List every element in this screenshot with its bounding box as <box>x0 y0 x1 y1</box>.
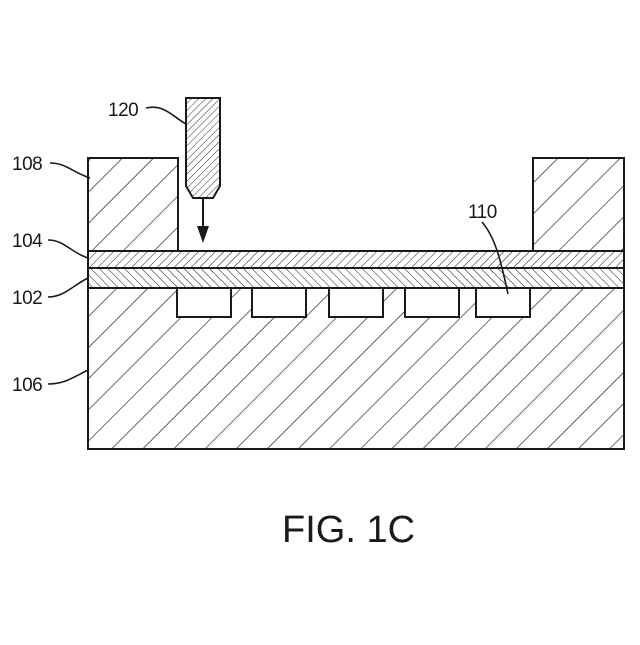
leader-102 <box>48 278 88 297</box>
cavity <box>329 288 383 317</box>
leader-106 <box>48 370 88 384</box>
label-102: 102 <box>12 288 42 309</box>
cavity <box>476 288 530 317</box>
cavity <box>177 288 231 317</box>
figure-caption: FIG. 1C <box>282 509 415 551</box>
tool-120 <box>186 98 220 198</box>
leader-104 <box>48 240 88 258</box>
label-104: 104 <box>12 231 43 252</box>
layer-104 <box>88 251 624 268</box>
cavity-group <box>177 288 530 317</box>
pillar-108-left <box>88 158 178 251</box>
label-108: 108 <box>12 154 42 175</box>
cavity <box>252 288 306 317</box>
pillar-108-right <box>533 158 624 251</box>
label-120: 120 <box>108 100 138 121</box>
leader-108 <box>50 163 90 178</box>
label-106: 106 <box>12 375 42 396</box>
cavity <box>405 288 459 317</box>
label-110: 110 <box>468 202 497 223</box>
leader-120 <box>146 107 186 124</box>
down-arrow-icon <box>197 198 209 243</box>
layer-102 <box>88 268 624 288</box>
